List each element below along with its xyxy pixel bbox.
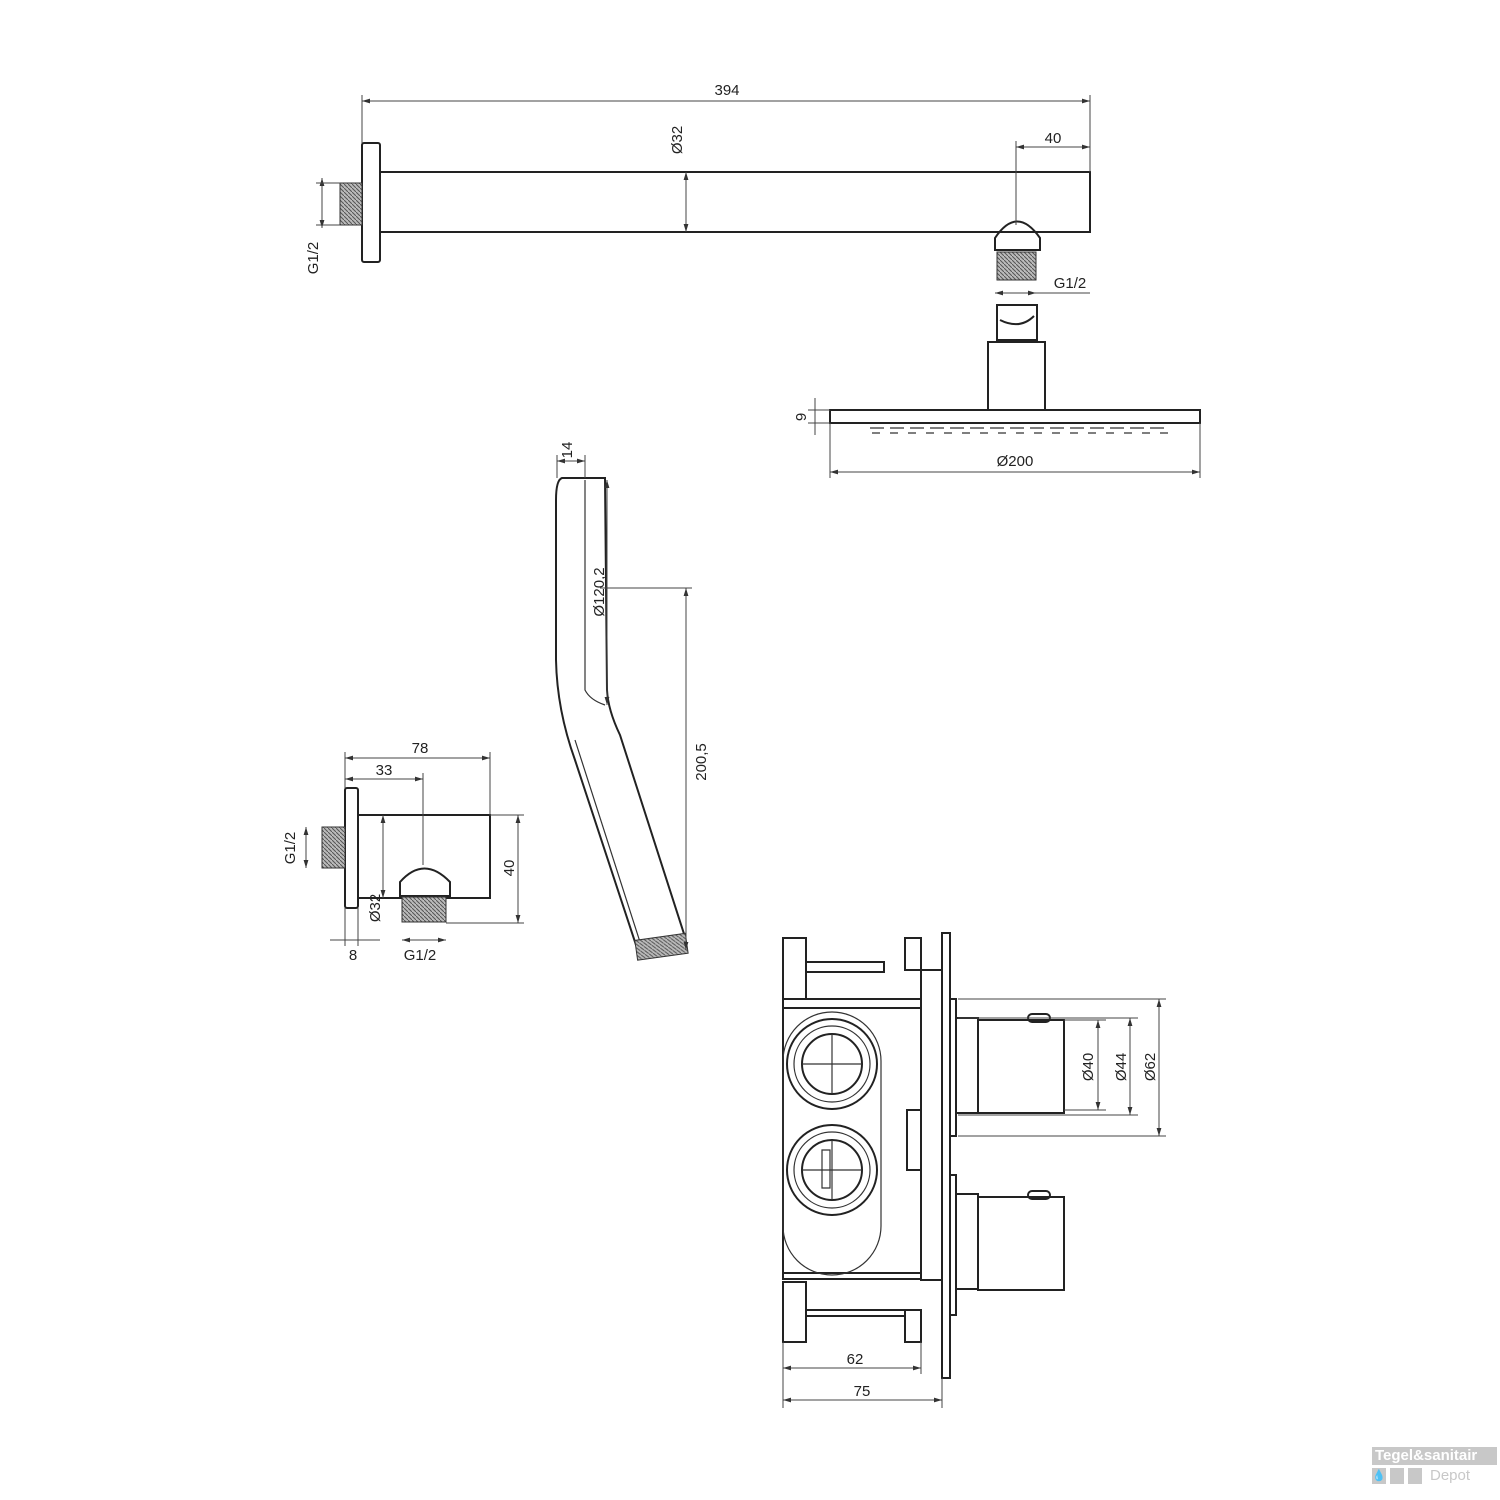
dim-label: Ø200	[997, 453, 1034, 470]
dimension-arm-offset: 40	[1015, 130, 1090, 225]
flow-knob	[949, 1174, 1065, 1316]
dim-label: G1/2	[305, 242, 322, 275]
logo-square	[1408, 1467, 1422, 1484]
dim-label: 9	[793, 413, 810, 421]
dimension-outlet-height: 40	[446, 814, 524, 924]
dimension-head-diameter: Ø200	[829, 423, 1201, 478]
dim-label: Ø32	[367, 894, 384, 922]
dim-label: Ø32	[669, 126, 686, 154]
watermark-brand: Tegel&sanitair	[1372, 1447, 1497, 1465]
dim-label: Ø62	[1142, 1053, 1159, 1081]
dim-label: 78	[412, 740, 429, 757]
valve-cartridge-top	[786, 1018, 878, 1110]
dimension-knob-diameters: Ø40 Ø44 Ø62	[958, 998, 1166, 1137]
dimension-arm-head-thread: G1/2	[995, 275, 1090, 296]
dimension-arm-wall-thread: G1/2	[305, 178, 340, 274]
logo-square	[1390, 1467, 1404, 1484]
watermark-logo: Tegel&sanitair 💧 Depot	[1372, 1447, 1497, 1484]
dim-label: 14	[559, 442, 576, 459]
dimension-outlet-thread: G1/2	[402, 937, 446, 964]
dimension-head-thickness: 9	[793, 398, 830, 435]
wall-outlet	[321, 787, 491, 923]
dim-label: G1/2	[404, 947, 437, 964]
dimension-outlet-offset: 33	[345, 762, 424, 865]
dim-label: 394	[714, 82, 739, 99]
dimension-hand-length: 200,5	[600, 587, 710, 950]
dim-label: 33	[376, 762, 393, 779]
valve-cartridge-bottom	[786, 1124, 878, 1216]
dimension-outlet-wall-thread: G1/2	[282, 827, 309, 868]
dimension-outlet-length: 78	[344, 740, 491, 815]
dim-label: Ø44	[1113, 1053, 1130, 1081]
dim-label: 40	[1045, 130, 1062, 147]
dim-label: Ø120,2	[591, 567, 608, 616]
shower-arm	[339, 142, 1091, 411]
rain-shower-head	[829, 409, 1201, 434]
dim-label: Ø40	[1080, 1053, 1097, 1081]
dim-label: 200,5	[693, 743, 710, 781]
dimension-outlet-diameter: Ø32	[367, 815, 386, 922]
water-drop-icon: 💧	[1372, 1467, 1386, 1484]
dimension-hand-thickness: 14	[556, 442, 586, 478]
thermostatic-valve	[782, 932, 1065, 1379]
dim-label: 62	[847, 1351, 864, 1368]
dimension-valve-total: 75	[783, 1378, 943, 1408]
dim-label: G1/2	[282, 832, 299, 865]
dimension-arm-diameter: Ø32	[669, 126, 689, 232]
dim-label: 75	[854, 1383, 871, 1400]
dimension-outlet-flange: 8	[330, 908, 380, 964]
dim-label: 40	[501, 860, 518, 877]
dimension-arm-length: 394	[361, 82, 1091, 172]
hand-shower	[555, 477, 689, 961]
dimension-valve-body: 62	[782, 1342, 922, 1408]
dim-label: G1/2	[1054, 275, 1087, 292]
dimension-hand-head-diameter: Ø120,2	[591, 480, 610, 705]
dim-label: 8	[349, 947, 357, 964]
watermark-sub: Depot	[1430, 1467, 1471, 1484]
